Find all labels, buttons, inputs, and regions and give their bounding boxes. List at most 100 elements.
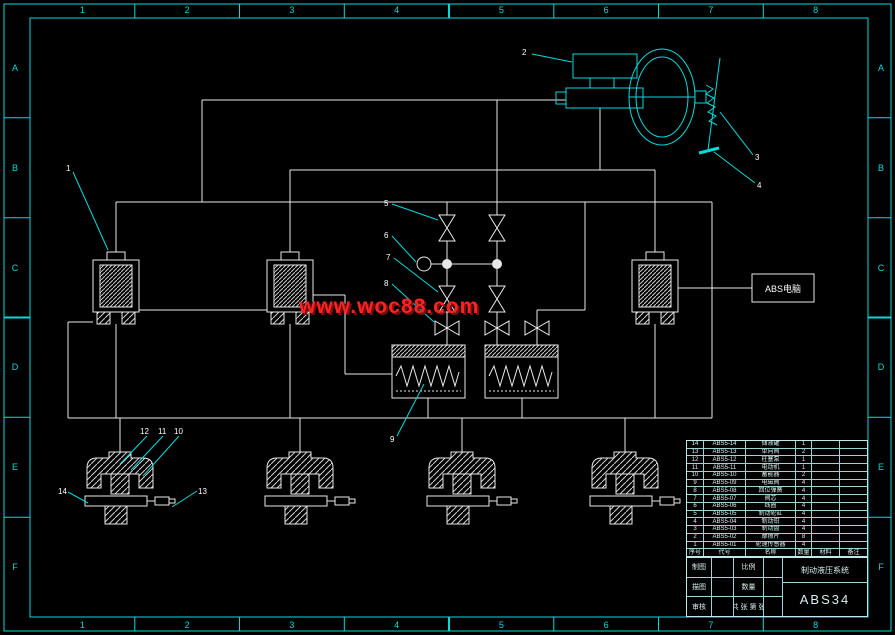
abs-ecu-box bbox=[751, 273, 815, 303]
bom-cell bbox=[811, 510, 839, 518]
bom-cell: 8 bbox=[693, 487, 697, 494]
zone-label: A bbox=[877, 62, 884, 73]
sheet-value-cell bbox=[763, 597, 782, 617]
bom-cell bbox=[811, 533, 839, 541]
zone-label: C bbox=[11, 262, 19, 273]
title-block: 制图 比例 描图 数量 审核 共 张 第 张 制动液压系统 ABS34 bbox=[686, 557, 868, 617]
title-block-left: 制图 比例 描图 数量 审核 共 张 第 张 bbox=[687, 558, 783, 617]
zone-label: 3 bbox=[289, 620, 295, 630]
bom-cell: 1 bbox=[795, 456, 811, 464]
bom-cell: ABS5-08 bbox=[703, 487, 745, 495]
bom-cell bbox=[811, 495, 839, 502]
zone-label: E bbox=[11, 462, 18, 473]
bom-cell bbox=[839, 487, 867, 495]
pump-element-right bbox=[492, 259, 502, 269]
bom-header-cell: 名称 bbox=[745, 549, 795, 557]
bom-cell: 8 bbox=[795, 533, 811, 541]
title-block-right: 制动液压系统 ABS34 bbox=[783, 558, 867, 616]
bom-header-cell: 代号 bbox=[703, 549, 745, 557]
bom-cell bbox=[839, 502, 867, 510]
zone-label: 5 bbox=[498, 5, 504, 15]
bom-cell bbox=[811, 441, 839, 448]
bom-cell: 回位弹簧 bbox=[745, 487, 795, 495]
bom-cell bbox=[839, 471, 867, 479]
callout-5: 5 bbox=[384, 199, 389, 208]
watermark: www.woc88.com bbox=[299, 295, 480, 318]
zone-label: B bbox=[11, 162, 18, 173]
callout-13: 13 bbox=[198, 487, 207, 496]
bom-cell: ABS5-07 bbox=[703, 495, 745, 502]
bom-cell: 2 bbox=[693, 534, 697, 541]
bom-cell bbox=[839, 448, 867, 456]
bom-cell bbox=[811, 448, 839, 456]
zone-label: 6 bbox=[603, 620, 609, 630]
bom-cell: ABS5-03 bbox=[703, 526, 745, 533]
bom-cell: 4 bbox=[795, 487, 811, 495]
bom-cell: ABS5-01 bbox=[703, 541, 745, 549]
zone-label: 5 bbox=[498, 620, 504, 630]
qty-value-cell bbox=[763, 577, 782, 597]
bom-cell bbox=[811, 502, 839, 510]
drawing-number: ABS34 bbox=[799, 592, 851, 607]
bom-cell bbox=[839, 510, 867, 518]
master-cylinder-body bbox=[565, 87, 644, 109]
bom-cell bbox=[839, 495, 867, 502]
bom-cell: 4 bbox=[795, 495, 811, 502]
callout-14: 14 bbox=[58, 487, 67, 496]
wheel-assembly-1 bbox=[84, 451, 176, 525]
abs-ecu: ABS电脑 bbox=[751, 273, 815, 303]
master-cylinder-assembly bbox=[555, 48, 721, 155]
bom-cell: 1 bbox=[795, 441, 811, 448]
zone-label: 1 bbox=[79, 620, 85, 630]
sheet-frame bbox=[3, 3, 892, 632]
accumulator-left-spring bbox=[395, 364, 460, 388]
accumulator-left-body bbox=[391, 356, 466, 399]
zone-label: D bbox=[877, 362, 885, 373]
qty-label: 数量 bbox=[733, 577, 763, 597]
accumulator-left-cap bbox=[391, 344, 466, 358]
zone-label: F bbox=[12, 562, 18, 573]
bom-cell: 10 bbox=[691, 472, 699, 479]
inlet-valve-left bbox=[438, 214, 456, 242]
bom-cell bbox=[839, 464, 867, 471]
callout-8: 8 bbox=[384, 279, 389, 288]
callout-labels: 1 2 3 4 5 6 7 8 9 12 11 10 14 13 bbox=[58, 48, 762, 496]
zone-label: 7 bbox=[708, 620, 714, 630]
bom-cell bbox=[839, 533, 867, 541]
check-valve-3 bbox=[524, 320, 550, 336]
bom-cell bbox=[811, 526, 839, 533]
bom-cell: 12 bbox=[691, 456, 699, 463]
sheet-label: 共 张 第 张 bbox=[733, 597, 763, 617]
drawing-title: 制动液压系统 bbox=[783, 558, 867, 583]
bom-header-row: 序号代号名称数量材料备注 bbox=[687, 548, 867, 557]
scale-label: 比例 bbox=[733, 558, 763, 577]
cylinder-end-cap bbox=[555, 91, 567, 105]
zone-label: F bbox=[878, 562, 884, 573]
zone-label: 7 bbox=[708, 5, 714, 15]
callout-7: 7 bbox=[386, 253, 391, 262]
bom-cell: 阀芯 bbox=[745, 495, 795, 502]
zone-label: 1 bbox=[79, 5, 85, 15]
coil-unit-1 bbox=[92, 251, 140, 325]
accumulator-right-cap bbox=[484, 344, 559, 358]
zone-label: 2 bbox=[184, 5, 190, 15]
bom-cell: 4 bbox=[795, 510, 811, 518]
bom-cell bbox=[839, 541, 867, 549]
zone-label: D bbox=[11, 362, 19, 373]
zone-label: 4 bbox=[394, 620, 400, 630]
check-valve-2 bbox=[484, 320, 510, 336]
check-valve-1 bbox=[434, 320, 460, 336]
pedal-pad bbox=[698, 146, 720, 155]
zone-label: 2 bbox=[184, 620, 190, 630]
pump-element-left bbox=[442, 259, 452, 269]
bom-cell: 14 bbox=[691, 441, 699, 448]
